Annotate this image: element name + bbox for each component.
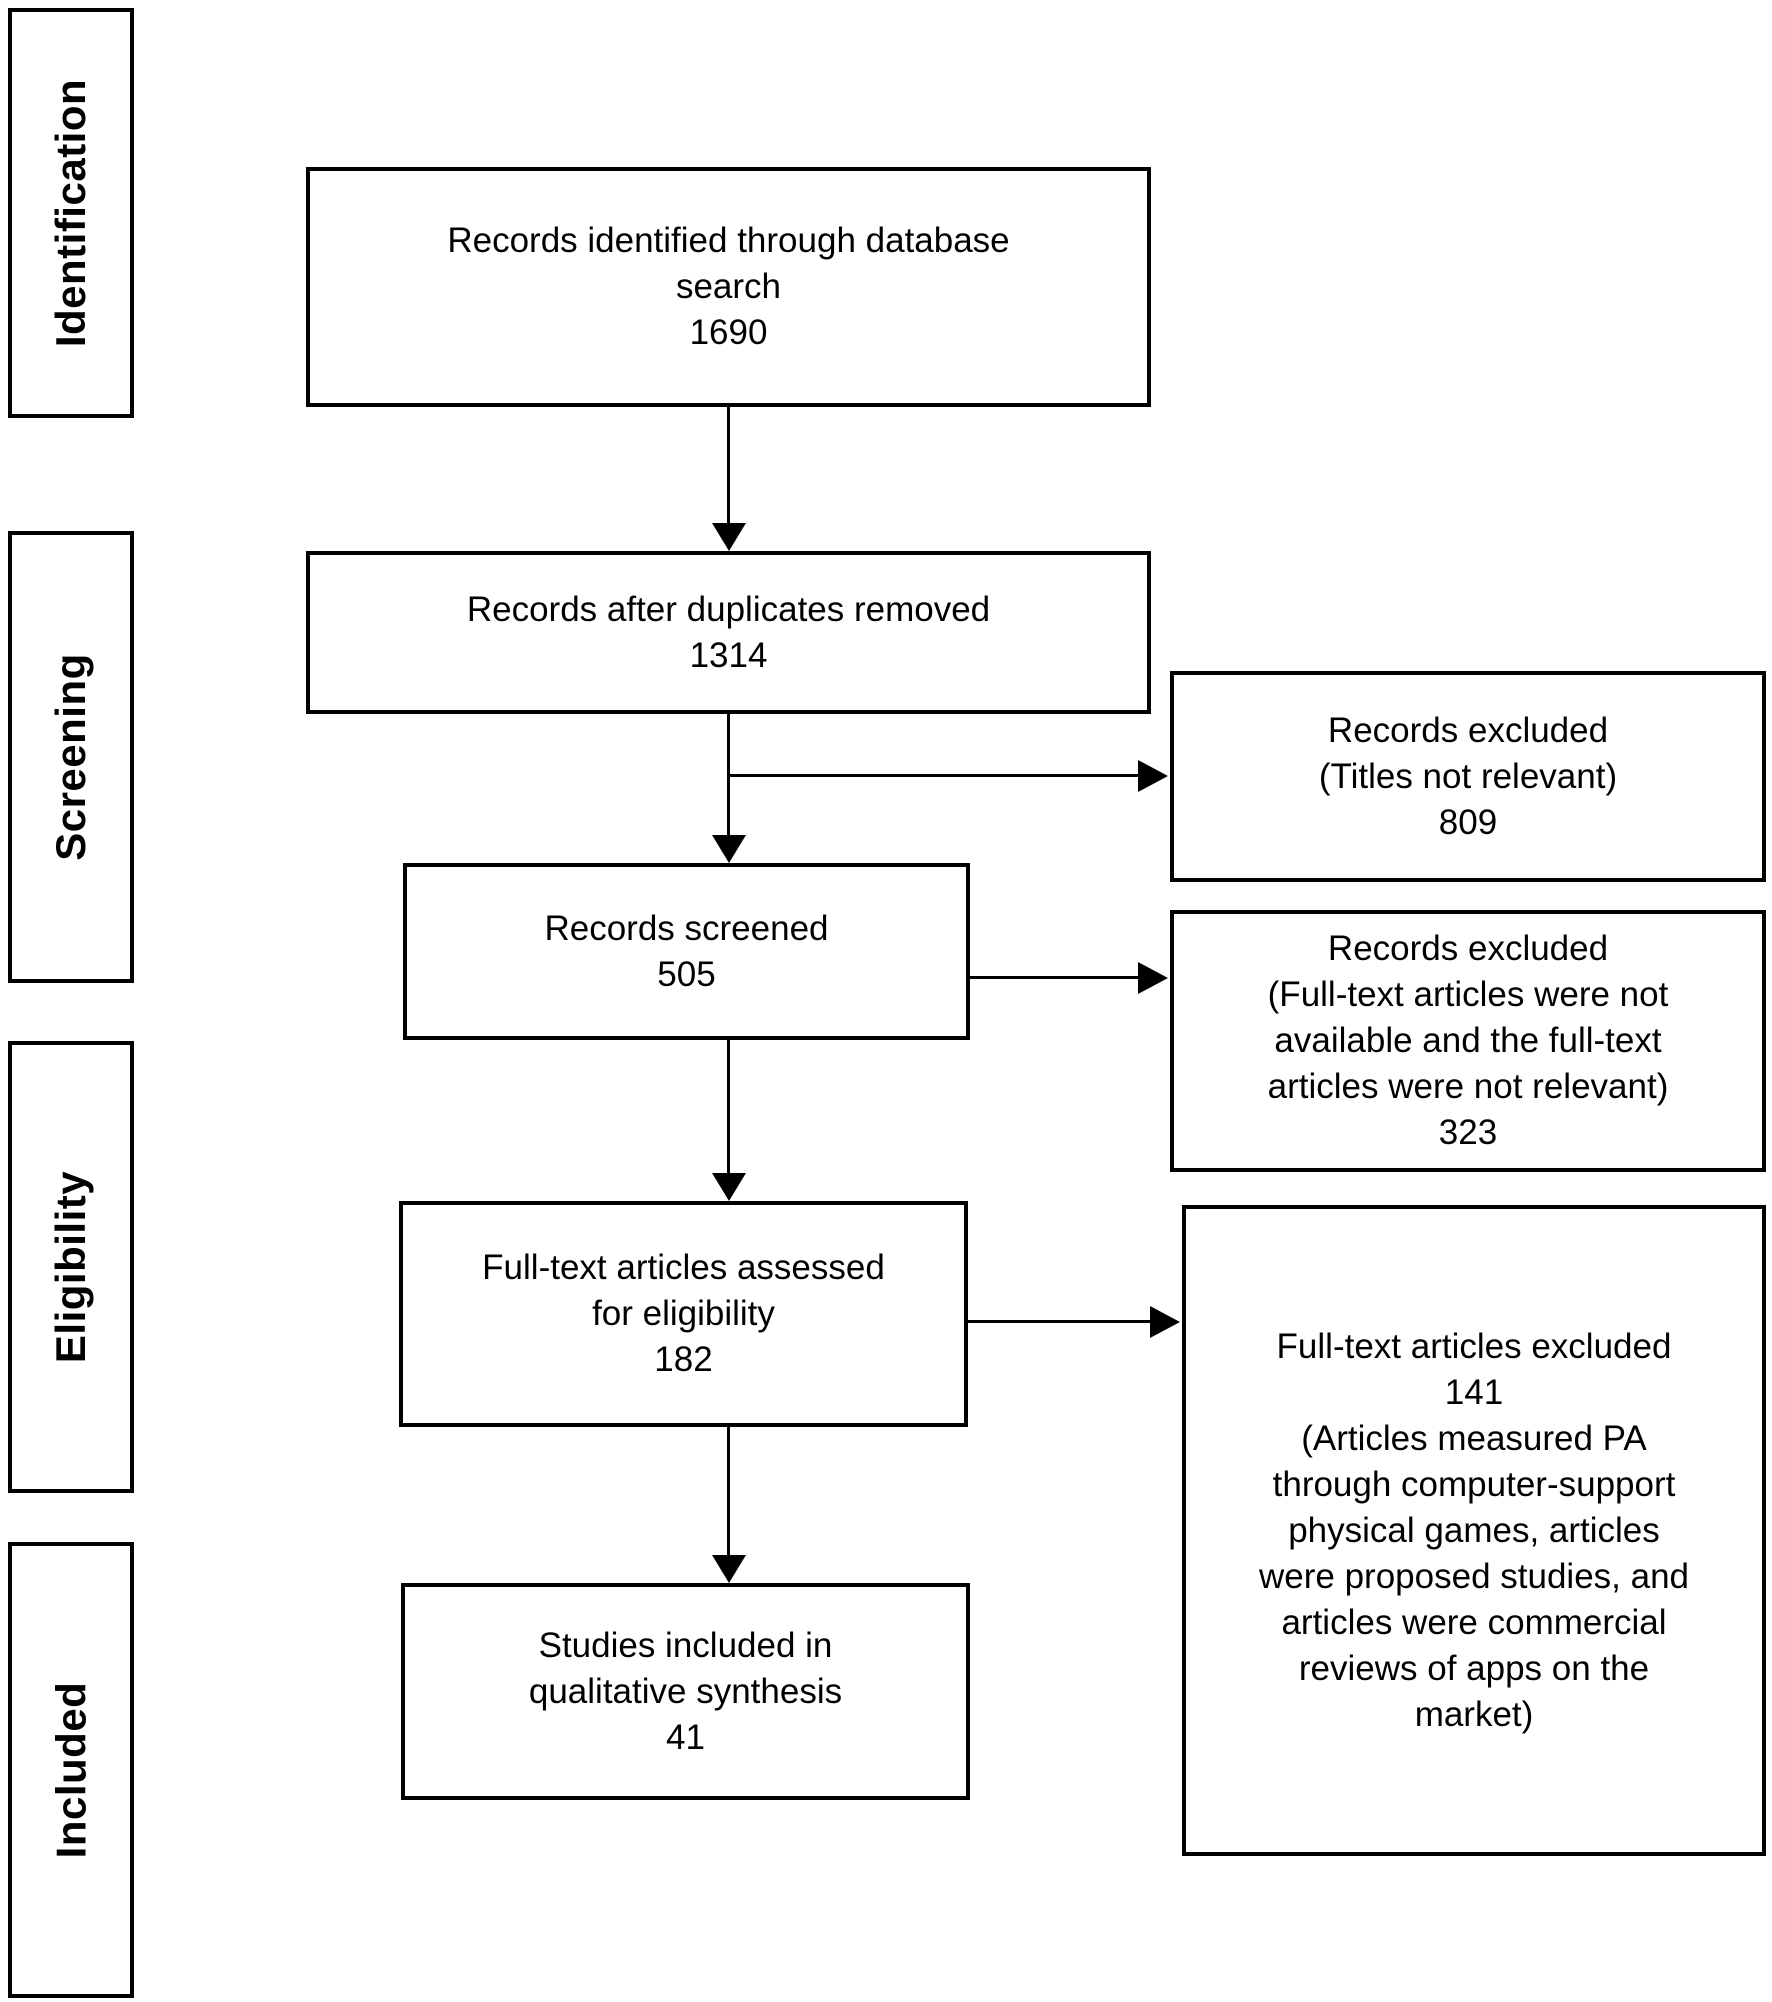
box-text-line: Records excluded xyxy=(1327,710,1609,750)
box-text-line: Records screened xyxy=(544,908,829,948)
stage-box-eligibility: Eligibility xyxy=(8,1041,134,1493)
box-text-line: 323 xyxy=(1438,1113,1498,1152)
arrowhead-down-icon xyxy=(712,1173,746,1201)
box-text-line: articles were commercial xyxy=(1281,1602,1667,1642)
box-text-line: (Full-text articles were not xyxy=(1267,975,1669,1014)
arrow-line xyxy=(727,1427,730,1557)
arrowhead-right-icon xyxy=(1138,962,1168,994)
box-text-line: available and the full-text xyxy=(1274,1021,1662,1060)
stage-label-eligibility: Eligibility xyxy=(47,1170,94,1364)
stage-box-screening: Screening xyxy=(8,531,134,983)
arrowhead-down-icon xyxy=(712,1555,746,1583)
arrowhead-right-icon xyxy=(1138,760,1168,792)
arrowhead-down-icon xyxy=(712,835,746,863)
box-fulltext-assessed: Full-text articles assessed for eligibili… xyxy=(399,1201,968,1427)
arrow-line xyxy=(729,774,1139,777)
box-records-deduplicated: Records after duplicates removed 1314 xyxy=(306,551,1151,714)
stage-label-screening: Screening xyxy=(47,653,95,861)
box-text-line: Full-text articles assessed xyxy=(482,1248,885,1287)
box-text-line: for eligibility xyxy=(592,1294,775,1333)
arrow-line xyxy=(970,976,1140,979)
arrow-line xyxy=(727,1040,730,1174)
box-text-line: were proposed studies, and xyxy=(1259,1556,1689,1596)
box-records-screened: Records screened 505 xyxy=(403,863,970,1040)
box-text-line: 141 xyxy=(1444,1372,1504,1412)
box-text-line: 1314 xyxy=(689,635,768,675)
arrowhead-down-icon xyxy=(712,523,746,551)
stage-box-included: Included xyxy=(8,1542,134,1998)
box-text-line: 182 xyxy=(654,1340,713,1379)
box-text-line: Records identified through database xyxy=(447,221,1010,260)
box-text-line: Full-text articles excluded xyxy=(1276,1326,1672,1366)
arrow-line xyxy=(727,714,730,836)
box-text-line: 1690 xyxy=(689,313,768,352)
box-text-line: 505 xyxy=(657,954,716,994)
box-text-line: Records after duplicates removed xyxy=(466,589,991,629)
box-records-identified: Records identified through database searc… xyxy=(306,167,1151,407)
box-text-line: 809 xyxy=(1438,802,1498,842)
box-excluded-titles-not-relevant: Records excluded (Titles not relevant) 809 xyxy=(1170,671,1766,882)
box-text-line: Records excluded xyxy=(1327,929,1609,968)
box-text-line: search xyxy=(675,267,782,306)
arrowhead-right-icon xyxy=(1150,1306,1180,1338)
box-text-line: physical games, articles xyxy=(1288,1510,1660,1550)
box-excluded-fulltext-articles: Full-text articles excluded 141 (Articles … xyxy=(1182,1205,1766,1856)
stage-box-identification: Identification xyxy=(8,8,134,418)
arrow-line xyxy=(727,407,730,525)
box-excluded-fulltext-not-available: Records excluded (Full-text articles were… xyxy=(1170,910,1766,1172)
box-text-line: articles were not relevant) xyxy=(1267,1067,1669,1106)
box-studies-included: Studies included in qualitative synthesis… xyxy=(401,1583,970,1800)
arrow-line xyxy=(968,1320,1152,1323)
box-text-line: (Articles measured PA xyxy=(1301,1418,1647,1458)
stage-label-identification: Identification xyxy=(47,78,94,348)
box-text-line: 41 xyxy=(666,1717,705,1757)
box-text-line: (Titles not relevant) xyxy=(1318,756,1618,796)
box-text-line: qualitative synthesis xyxy=(528,1671,843,1711)
stage-label-included: Included xyxy=(47,1681,94,1859)
box-text-line: through computer-support xyxy=(1272,1464,1676,1504)
box-text-line: market) xyxy=(1414,1694,1534,1734)
box-text-line: Studies included in xyxy=(538,1625,833,1665)
box-text-line: reviews of apps on the xyxy=(1298,1648,1650,1688)
